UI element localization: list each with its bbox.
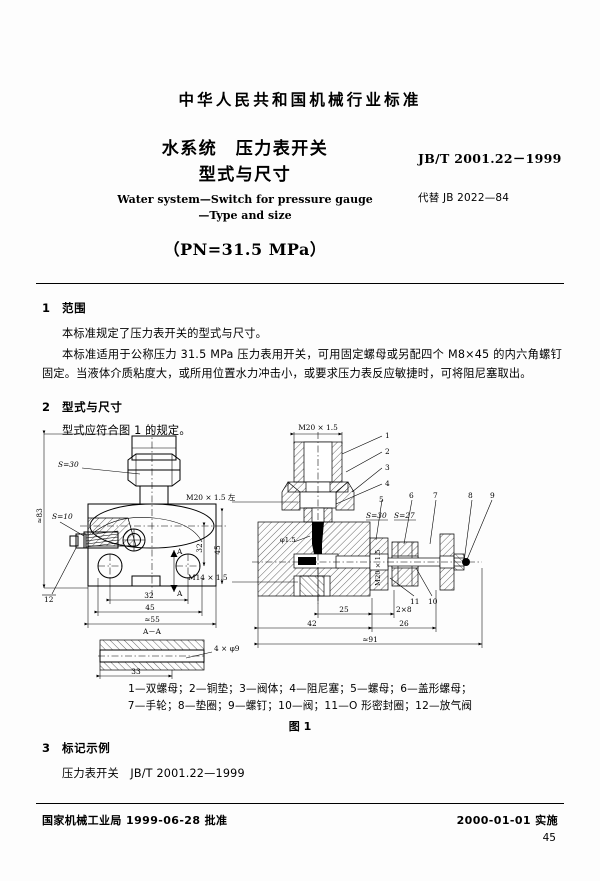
section-1-heading: 1 范围	[42, 300, 86, 316]
left-view-label-dim55: ≈55	[144, 615, 160, 624]
figure-1-number: 图 1	[288, 720, 312, 733]
section-1-number: 1	[42, 301, 51, 315]
section-view-title: A－A	[142, 627, 162, 636]
section-3-number: 3	[42, 741, 51, 755]
leader-8: 8	[468, 491, 473, 500]
left-view-label-sectionA1: A	[176, 547, 183, 556]
leader-3: 3	[385, 463, 390, 472]
left-view-label-height: ≈83	[36, 508, 44, 524]
right-view-label-m14: M14 × 1.5	[188, 573, 228, 582]
right-view-label-dim42: 42	[307, 619, 316, 628]
vent-valve-detail	[69, 530, 119, 549]
footer-implementation: 2000-01-01 实施	[456, 814, 558, 827]
footer-divider-rule	[36, 803, 564, 804]
section-2-heading: 2 型式与尺寸	[42, 399, 123, 415]
section-1-paragraph-1: 本标准规定了压力表开关的型式与尺寸。	[62, 327, 267, 340]
leader-2: 2	[385, 447, 390, 456]
right-view-label-dim2x8: 2×8	[396, 605, 412, 614]
left-view: A A S=30 S=10 12 ≈83 32	[36, 428, 226, 628]
leader-9: 9	[490, 491, 495, 500]
title-nominal-pressure: （PN=31.5 MPa）	[163, 240, 327, 259]
title-chinese-line-2: 型式与尺寸	[198, 165, 292, 185]
leader-1: 1	[385, 431, 390, 440]
section-3-heading: 3 标记示例	[42, 740, 110, 756]
figure-1-caption-line-2: 7—手轮；8—垫圈；9—螺钉；10—阀；11—O 形密封圈；12—放气阀	[127, 700, 473, 712]
section-3-paragraph-1: 压力表开关 JB/T 2001.22—1999	[62, 767, 245, 780]
section-3-title: 标记示例	[62, 741, 111, 755]
title-english-line-1: Water system—Switch for pressure gauge	[117, 193, 373, 206]
leader-7: 7	[433, 491, 438, 500]
right-view: M20 × 1.5 M20 × 1.5 左 M14 × 1.5 φ1.5 M20…	[186, 423, 495, 648]
left-view-label-dim45h: 45	[145, 603, 155, 612]
right-view-label-m20vert: M20 × 1.5	[374, 550, 382, 586]
figure-1-drawing: A A S=30 S=10 12 ≈83 32	[36, 423, 495, 679]
right-view-label-s27: S=27	[394, 511, 415, 520]
standard-replaces: 代替 JB 2022—84	[418, 192, 510, 204]
right-view-leader-lines: 1 2 3 4 5 6 7 8 9	[335, 431, 495, 606]
right-view-label-s30: S=30	[366, 511, 387, 520]
document-title-block: 水系统 压力表开关 型式与尺寸	[95, 136, 395, 188]
footer-approval: 国家机械工业局 1999-06-28 批准	[42, 814, 228, 827]
section-1-title: 范围	[62, 301, 87, 315]
leader-5: 5	[379, 495, 384, 504]
left-view-label-sectionA2: A	[176, 589, 183, 598]
section-view-label-holes: 4 × φ9	[214, 644, 240, 653]
footer-page-number: 45	[542, 832, 556, 844]
figure-1-caption-line-1: 1—双螺母；2—铜垫；3—阀体；4—阻尼塞；5—螺母；6—盖形螺母；	[128, 683, 472, 695]
right-view-label-phi15: φ1.5	[280, 536, 296, 544]
leader-11: 11	[410, 597, 419, 606]
left-view-label-s10: S=10	[52, 512, 73, 521]
leader-10: 10	[428, 597, 438, 606]
right-view-label-dim26: 26	[399, 619, 409, 628]
right-view-label-dim91: ≈91	[362, 635, 378, 644]
section-2-title: 型式与尺寸	[62, 400, 123, 414]
left-view-label-dim32h: 32	[144, 591, 153, 600]
title-english: Water system—Switch for pressure gauge —…	[80, 192, 410, 224]
section-view-aa: A－A 4 × φ9 33	[96, 627, 240, 679]
figure-1-caption: 1—双螺母；2—铜垫；3—阀体；4—阻尼塞；5—螺母；6—盖形螺母； 7—手轮；…	[36, 681, 564, 715]
section-view-label-dim33: 33	[131, 667, 141, 676]
standard-number: JB/T 2001.22－1999	[418, 151, 562, 166]
section-1-paragraph-2: 本标准适用于公称压力 31.5 MPa 压力表用开关，可用固定螺母或另配四个 M…	[42, 348, 562, 380]
standard-organization: 中华人民共和国机械行业标准	[178, 91, 422, 109]
leader-4: 4	[385, 479, 390, 488]
section-2-number: 2	[42, 400, 51, 414]
right-view-label-m20top: M20 × 1.5	[298, 423, 338, 432]
left-view-label-s30: S=30	[58, 460, 79, 469]
left-view-label-item12: 12	[44, 595, 53, 604]
left-view-label-dim32v: 32	[195, 543, 204, 552]
right-view-label-dim25: 25	[339, 605, 349, 614]
leader-6: 6	[409, 491, 414, 500]
left-view-label-dim45v: 45	[213, 545, 222, 555]
title-english-line-2: —Type and size	[198, 209, 292, 222]
title-chinese-line-1: 水系统 压力表开关	[161, 139, 329, 159]
header-divider-rule	[36, 283, 564, 284]
right-view-label-m20left: M20 × 1.5 左	[186, 493, 235, 502]
figure-1: A A S=30 S=10 12 ≈83 32	[36, 418, 564, 733]
